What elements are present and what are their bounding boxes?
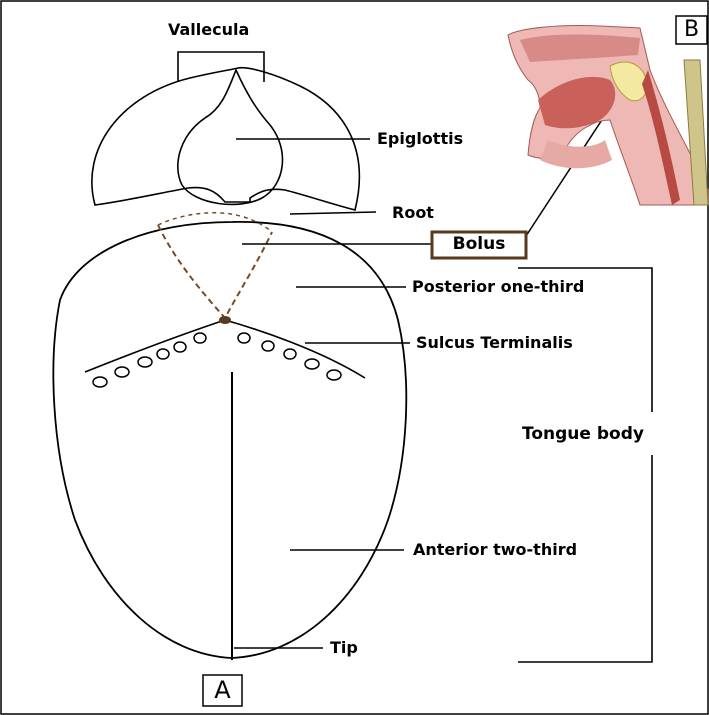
sulcus-terminalis-label: Sulcus Terminalis [416,335,573,351]
tongue-body-label: Tongue body [522,426,644,443]
papilla [327,370,341,380]
panel-b-label: B [678,18,705,42]
tongue-body-bracket [518,268,652,662]
root-label: Root [392,205,434,221]
papilla [138,357,152,367]
circumvallate-papillae [93,333,341,387]
papilla [157,349,169,359]
epiglottis-label: Epiglottis [377,131,463,147]
papilla [305,359,319,369]
tip-label: Tip [330,640,358,656]
anterior-label: Anterior two-third [413,542,577,558]
epiglottis-lobe [178,70,283,204]
vallecula-label: Vallecula [168,22,249,38]
papilla [194,333,206,343]
papilla [115,367,129,377]
sagittal-head-inset [508,25,708,205]
leader-root [290,212,376,214]
papilla [284,349,296,359]
papilla [174,342,186,352]
panel-a-label: A [205,677,240,704]
papilla [93,377,107,387]
posterior-label: Posterior one-third [412,279,584,295]
papilla [262,341,274,351]
jaw [540,140,612,168]
foramen-caecum [219,316,231,324]
bolus-label: Bolus [436,236,522,256]
bolus-dashed-outline [158,225,272,318]
papilla [238,333,250,343]
